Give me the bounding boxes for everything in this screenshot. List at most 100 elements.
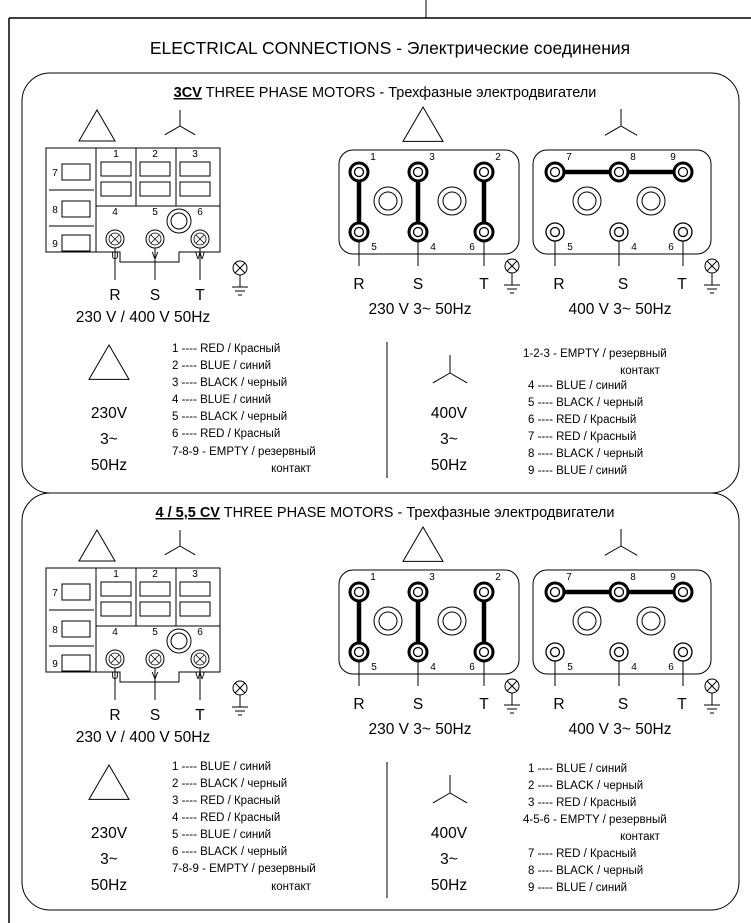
terminal-icon	[412, 166, 424, 178]
terminal-number: 4	[112, 627, 118, 638]
terminal-number: 6	[197, 627, 203, 638]
legend-line: 3 ---- RED / Красный	[528, 797, 636, 809]
legend-line: 5 ---- BLACK / черный	[172, 411, 287, 423]
cable-gland-icon	[378, 611, 398, 631]
terminal-number: 3	[429, 152, 435, 163]
section-frame-4cv	[21, 492, 740, 911]
legend-line: 7-8-9 - EMPTY / резервный	[172, 446, 316, 458]
star-symbol-icon	[432, 792, 451, 804]
screw-terminal-icon	[148, 232, 162, 246]
legend-line: 1-2-3 - EMPTY / резервный	[523, 348, 667, 360]
terminal-slot	[61, 620, 91, 638]
terminal-icon	[412, 586, 424, 598]
section-title-text: THREE PHASE MOTORS - Трехфазные электрод…	[202, 85, 597, 101]
ground-indicator-icon	[506, 260, 518, 272]
terminal-plate-outline	[532, 569, 712, 675]
legend-line: 7 ---- RED / Красный	[528, 431, 636, 443]
star-symbol-icon	[164, 545, 181, 556]
section-frame-3cv	[21, 72, 740, 494]
terminal-slot	[139, 601, 171, 617]
phase-label: R	[109, 707, 120, 724]
terminal-number: 8	[630, 152, 636, 163]
phase-label: R	[353, 276, 364, 293]
phase-label: T	[479, 696, 489, 713]
star-symbol-icon	[449, 372, 468, 384]
section-title-text: THREE PHASE MOTORS - Трехфазные электрод…	[220, 505, 615, 521]
terminal-number: 9	[52, 239, 58, 250]
legend-line: 6 ---- RED / Красный	[172, 428, 280, 440]
legend-line: 7-8-9 - EMPTY / резервный	[172, 863, 316, 875]
legend-line: контакт	[620, 831, 661, 843]
screw-terminal-icon	[108, 652, 122, 666]
legend-line: 8 ---- BLACK / черный	[528, 448, 643, 460]
star-symbol-icon	[164, 125, 181, 136]
legend-value: 50Hz	[431, 457, 467, 474]
terminal-number: 9	[52, 659, 58, 670]
cable-gland-icon	[437, 186, 467, 216]
ground-indicator-icon	[706, 680, 718, 692]
legend-line: 4-5-6 - EMPTY / резервный	[523, 814, 667, 826]
delta-symbol-icon	[402, 526, 444, 562]
star-symbol-icon	[604, 545, 622, 556]
phase-label: R	[553, 276, 564, 293]
legend-line: 1 ---- BLUE / синий	[528, 763, 627, 775]
section-title: 3CV THREE PHASE MOTORS - Трехфазные элек…	[174, 85, 597, 101]
legend-value: 230V	[91, 825, 128, 842]
cable-gland-icon	[577, 191, 597, 211]
legend-value: 50Hz	[91, 457, 127, 474]
terminal-number: 5	[371, 662, 377, 673]
terminal-number: 8	[630, 572, 636, 583]
delta-symbol-icon	[78, 529, 116, 562]
terminal-number: 5	[152, 207, 158, 218]
cable-gland-icon	[170, 632, 188, 650]
terminal-number: 6	[469, 662, 475, 673]
phase-label: S	[413, 696, 423, 713]
terminal-slot	[61, 583, 91, 601]
legend-line: 4 ---- RED / Красный	[172, 812, 280, 824]
terminal-slot	[179, 581, 211, 597]
terminal-number: 4	[112, 207, 118, 218]
terminal-icon	[353, 586, 365, 598]
terminal-number: 1	[113, 569, 119, 580]
legend-line: 2 ---- BLUE / синий	[172, 360, 271, 372]
terminal-number: 1	[370, 572, 376, 583]
ground-indicator-icon	[234, 682, 246, 694]
delta-symbol-icon	[88, 344, 130, 380]
terminal-slot	[100, 161, 132, 177]
star-symbol-icon	[620, 545, 638, 556]
terminal-label: V	[152, 251, 159, 262]
cable-gland-icon	[378, 191, 398, 211]
terminal-number: 4	[430, 662, 436, 673]
legend-line: 5 ---- BLUE / синий	[172, 829, 271, 841]
star-symbol-icon	[432, 372, 451, 384]
star-symbol-icon	[449, 792, 468, 804]
terminal-slot	[61, 654, 91, 672]
terminal-label: U	[111, 671, 118, 682]
terminal-icon	[549, 646, 561, 658]
terminal-slot	[100, 181, 132, 197]
legend-value: 50Hz	[431, 877, 467, 894]
delta-symbol-icon	[78, 109, 116, 142]
phase-label: S	[150, 707, 160, 724]
delta-voltage: 230 V 3~ 50Hz	[369, 721, 472, 738]
legend-line: 1 ---- BLUE / синий	[172, 761, 271, 773]
terminal-label: V	[152, 671, 159, 682]
cable-gland-icon	[577, 611, 597, 631]
terminal-icon	[412, 646, 424, 658]
phase-label: T	[677, 276, 687, 293]
terminal-icon	[613, 646, 625, 658]
terminal-number: 6	[668, 242, 674, 253]
star-symbol-icon	[179, 545, 196, 556]
terminal-plate-outline	[338, 149, 520, 255]
screw-terminal-icon	[195, 234, 205, 244]
section-title-power: 4 / 5,5 CV	[156, 505, 221, 521]
cable-gland-icon	[636, 186, 666, 216]
screw-terminal-icon	[193, 232, 207, 246]
terminal-icon	[613, 226, 625, 238]
phase-label: S	[618, 696, 628, 713]
legend-line: 1 ---- RED / Красный	[172, 343, 280, 355]
